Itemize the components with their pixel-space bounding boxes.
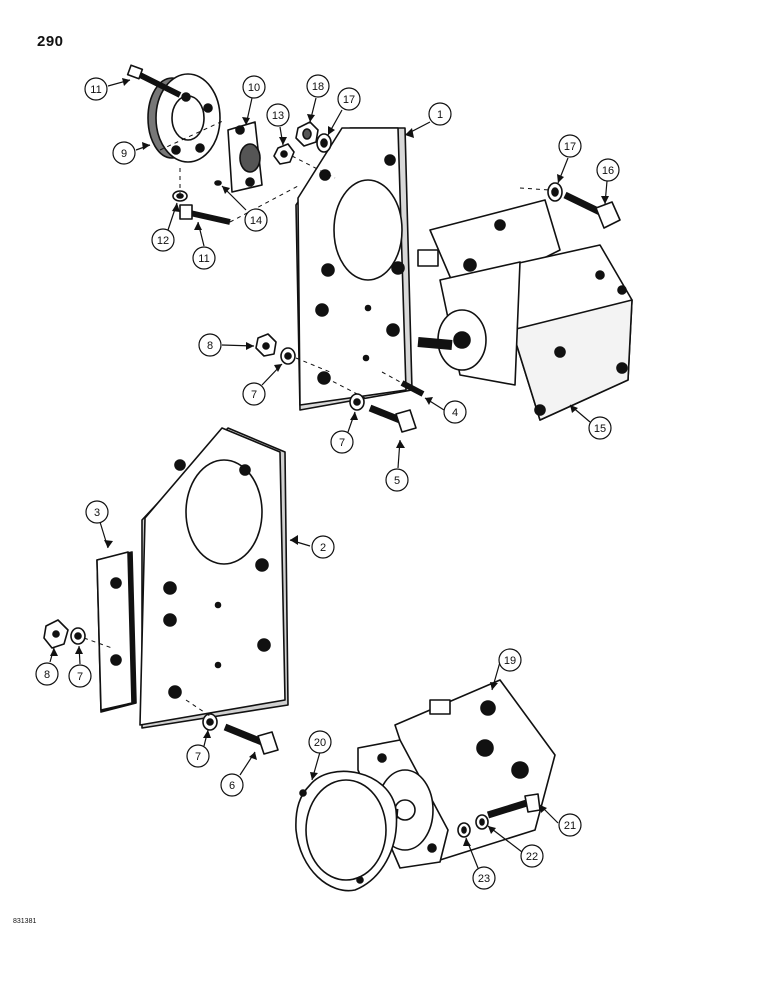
- svg-text:17: 17: [343, 94, 355, 106]
- svg-text:8: 8: [207, 340, 213, 352]
- dowel-pin: [400, 380, 425, 397]
- callout-20: 20: [308, 730, 332, 781]
- callout-15: 15: [569, 404, 612, 440]
- svg-text:19: 19: [504, 655, 516, 667]
- callout-22: 22: [487, 825, 544, 868]
- svg-text:7: 7: [339, 437, 345, 449]
- svg-text:10: 10: [248, 82, 260, 94]
- bolt-21: [486, 793, 541, 819]
- svg-text:14: 14: [250, 215, 262, 227]
- spacer-bar: [96, 551, 137, 713]
- svg-text:17: 17: [564, 141, 576, 153]
- washer-22: [475, 814, 489, 830]
- svg-text:23: 23: [478, 873, 490, 885]
- svg-text:6: 6: [229, 780, 235, 792]
- svg-text:11: 11: [198, 253, 209, 265]
- bolt-11-top: [126, 64, 182, 98]
- key: [214, 180, 222, 186]
- washer-17-right: [547, 182, 563, 202]
- svg-text:9: 9: [121, 148, 127, 160]
- svg-text:7: 7: [195, 751, 201, 763]
- callout-21: 21: [539, 804, 582, 837]
- illustration-reference-code: 831381: [13, 918, 37, 925]
- svg-text:7: 7: [77, 671, 83, 683]
- callout-7-upper: 7: [242, 363, 283, 406]
- svg-text:11: 11: [90, 84, 101, 96]
- gasket: [295, 770, 398, 892]
- callout-4: 4: [424, 397, 467, 424]
- nut-8-lower: [43, 619, 69, 649]
- svg-text:7: 7: [251, 389, 257, 401]
- hub: [227, 121, 263, 193]
- coupling: [147, 73, 221, 163]
- mounting-plate-upper: [295, 127, 413, 411]
- callout-18: 18: [306, 74, 330, 123]
- hydraulic-pump-lower: [357, 679, 556, 869]
- bolt-16: [563, 191, 621, 229]
- svg-text:18: 18: [312, 81, 324, 93]
- callout-8-upper: 8: [198, 333, 255, 357]
- callout-6: 6: [220, 751, 256, 797]
- svg-text:20: 20: [314, 737, 326, 749]
- svg-text:8: 8: [44, 669, 50, 681]
- svg-text:2: 2: [320, 542, 326, 554]
- washer-23: [457, 822, 471, 838]
- svg-text:13: 13: [272, 110, 284, 122]
- bolt-5: [368, 404, 417, 433]
- svg-text:22: 22: [526, 851, 538, 863]
- svg-text:4: 4: [452, 407, 458, 419]
- nut-18: [295, 121, 319, 147]
- alignment-lines: [83, 119, 551, 717]
- leader-arrowheads: [50, 78, 609, 846]
- svg-text:16: 16: [602, 165, 614, 177]
- hydraulic-pump-upper: [417, 199, 633, 421]
- mounting-plate-lower: [139, 427, 289, 729]
- callout-7-lower-left: 7: [68, 645, 92, 688]
- callout-13: 13: [266, 103, 290, 146]
- bolt-6: [223, 723, 279, 755]
- svg-text:3: 3: [94, 507, 100, 519]
- callout-17-right: 17: [557, 134, 582, 184]
- washer-17: [316, 133, 332, 153]
- svg-text:12: 12: [157, 235, 169, 247]
- callout-16: 16: [596, 158, 620, 205]
- nut-8-upper: [255, 333, 277, 357]
- page-number: 290: [37, 33, 64, 50]
- bolt-11-bottom: [179, 204, 231, 225]
- nut-13: [273, 143, 295, 165]
- svg-text:5: 5: [394, 475, 400, 487]
- callout-1: 1: [404, 102, 452, 136]
- washer-7-upper: [280, 347, 296, 365]
- svg-text:21: 21: [564, 820, 576, 832]
- washer-7-mid: [349, 393, 365, 411]
- callout-7-mid: 7: [330, 411, 356, 454]
- washer-7-lower-left: [70, 627, 86, 645]
- callout-12: 12: [151, 202, 178, 252]
- svg-text:1: 1: [437, 109, 443, 121]
- svg-text:15: 15: [594, 423, 606, 435]
- washer-7-lower: [202, 713, 218, 731]
- callout-2: 2: [289, 535, 335, 559]
